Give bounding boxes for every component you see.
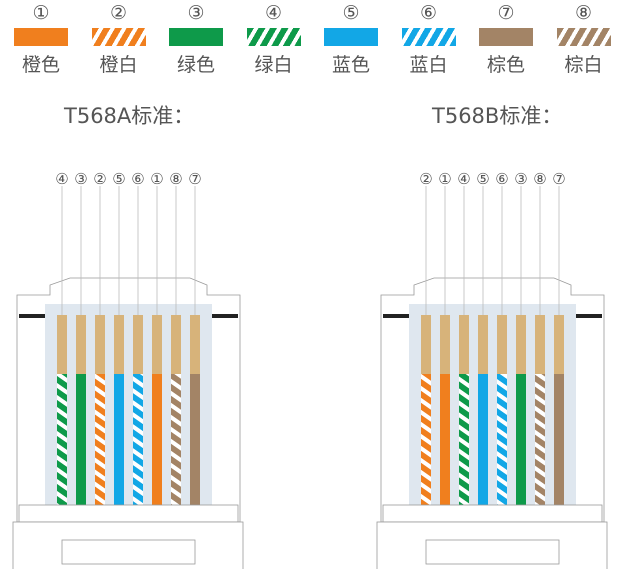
legend-label: 绿白	[254, 54, 293, 76]
pin-contact	[76, 315, 86, 374]
pin-contact	[57, 315, 67, 374]
t568a-title: T568A标准：	[64, 104, 195, 128]
wire-橙色	[152, 374, 162, 506]
pin-contact	[440, 315, 450, 374]
pin-contact	[190, 315, 200, 374]
pin-number: ①	[150, 170, 163, 188]
legend-item: ⑥ 蓝白	[394, 0, 464, 77]
wire-棕白	[535, 374, 545, 506]
wire-绿白	[57, 374, 67, 506]
pin-contact	[497, 315, 507, 374]
legend-swatch	[169, 28, 223, 46]
pin-number: ⑧	[533, 170, 546, 188]
legend-item: ⑦ 棕色	[471, 0, 541, 77]
wire-蓝色	[478, 374, 488, 506]
legend-item: ④ 绿白	[239, 0, 309, 77]
legend-label: 蓝色	[331, 54, 370, 76]
legend-label: 绿色	[176, 54, 215, 76]
wire-橙白	[95, 374, 105, 506]
pin-contact	[114, 315, 124, 374]
legend-item: ⑤ 蓝色	[316, 0, 386, 77]
legend-swatch	[401, 28, 456, 46]
pin-number: ①	[438, 170, 451, 188]
pin-contact	[171, 315, 181, 374]
wire-棕白	[171, 374, 181, 506]
pin-number: ③	[74, 170, 87, 188]
pin-contact	[516, 315, 526, 374]
legend-item: ⑧ 棕白	[549, 0, 619, 77]
wire-绿色	[516, 374, 526, 506]
pin-contact	[421, 315, 431, 374]
legend-swatch	[556, 28, 611, 46]
pin-contact	[535, 315, 545, 374]
legend-number: ⑧	[574, 2, 593, 24]
wire-棕色	[190, 374, 200, 506]
legend-label: 橙色	[21, 54, 60, 76]
legend-swatch	[91, 28, 146, 46]
wire-绿色	[76, 374, 86, 506]
pin-contact	[459, 315, 469, 374]
pin-number: ④	[457, 170, 470, 188]
pin-number: ⑥	[131, 170, 144, 188]
pin-number: ⑥	[495, 170, 508, 188]
pin-number: ⑧	[169, 170, 182, 188]
wire-橙白	[421, 374, 431, 506]
wire-橙色	[440, 374, 450, 506]
pin-number: ⑦	[188, 170, 201, 188]
legend-number: ⑦	[497, 2, 515, 24]
latch-window	[425, 539, 560, 565]
legend-swatch	[324, 28, 378, 46]
legend-number: ⑤	[342, 2, 360, 24]
wire-蓝白	[133, 374, 143, 506]
legend-number: ③	[187, 2, 205, 24]
legend-number: ④	[264, 2, 283, 24]
legend-label: 棕白	[564, 54, 603, 76]
legend-label: 棕色	[486, 54, 525, 76]
legend-number: ①	[32, 2, 50, 24]
legend-number: ⑥	[419, 2, 438, 24]
t568b-title: T568B标准：	[432, 104, 563, 128]
wire-绿白	[459, 374, 469, 506]
pin-contact	[554, 315, 564, 374]
latch-window	[61, 539, 196, 565]
wire-蓝色	[114, 374, 124, 506]
legend-swatch	[14, 28, 68, 46]
legend-item: ② 橙白	[84, 0, 154, 77]
pin-contact	[133, 315, 143, 374]
pin-number: ⑦	[552, 170, 565, 188]
legend-swatch	[479, 28, 533, 46]
pin-number: ③	[514, 170, 527, 188]
legend-number: ②	[109, 2, 128, 24]
pin-number: ④	[55, 170, 68, 188]
pin-contact	[95, 315, 105, 374]
legend-item: ① 橙色	[6, 0, 76, 77]
pin-number: ⑤	[476, 170, 489, 188]
legend-item: ③ 绿色	[161, 0, 231, 77]
pin-number: ②	[93, 170, 106, 188]
wire-棕色	[554, 374, 564, 506]
pin-number: ⑤	[112, 170, 125, 188]
wire-蓝白	[497, 374, 507, 506]
legend-swatch	[246, 28, 301, 46]
pin-contact	[478, 315, 488, 374]
pin-contact	[152, 315, 162, 374]
legend-label: 橙白	[99, 54, 138, 76]
pin-number: ②	[419, 170, 432, 188]
legend-label: 蓝白	[409, 54, 448, 76]
